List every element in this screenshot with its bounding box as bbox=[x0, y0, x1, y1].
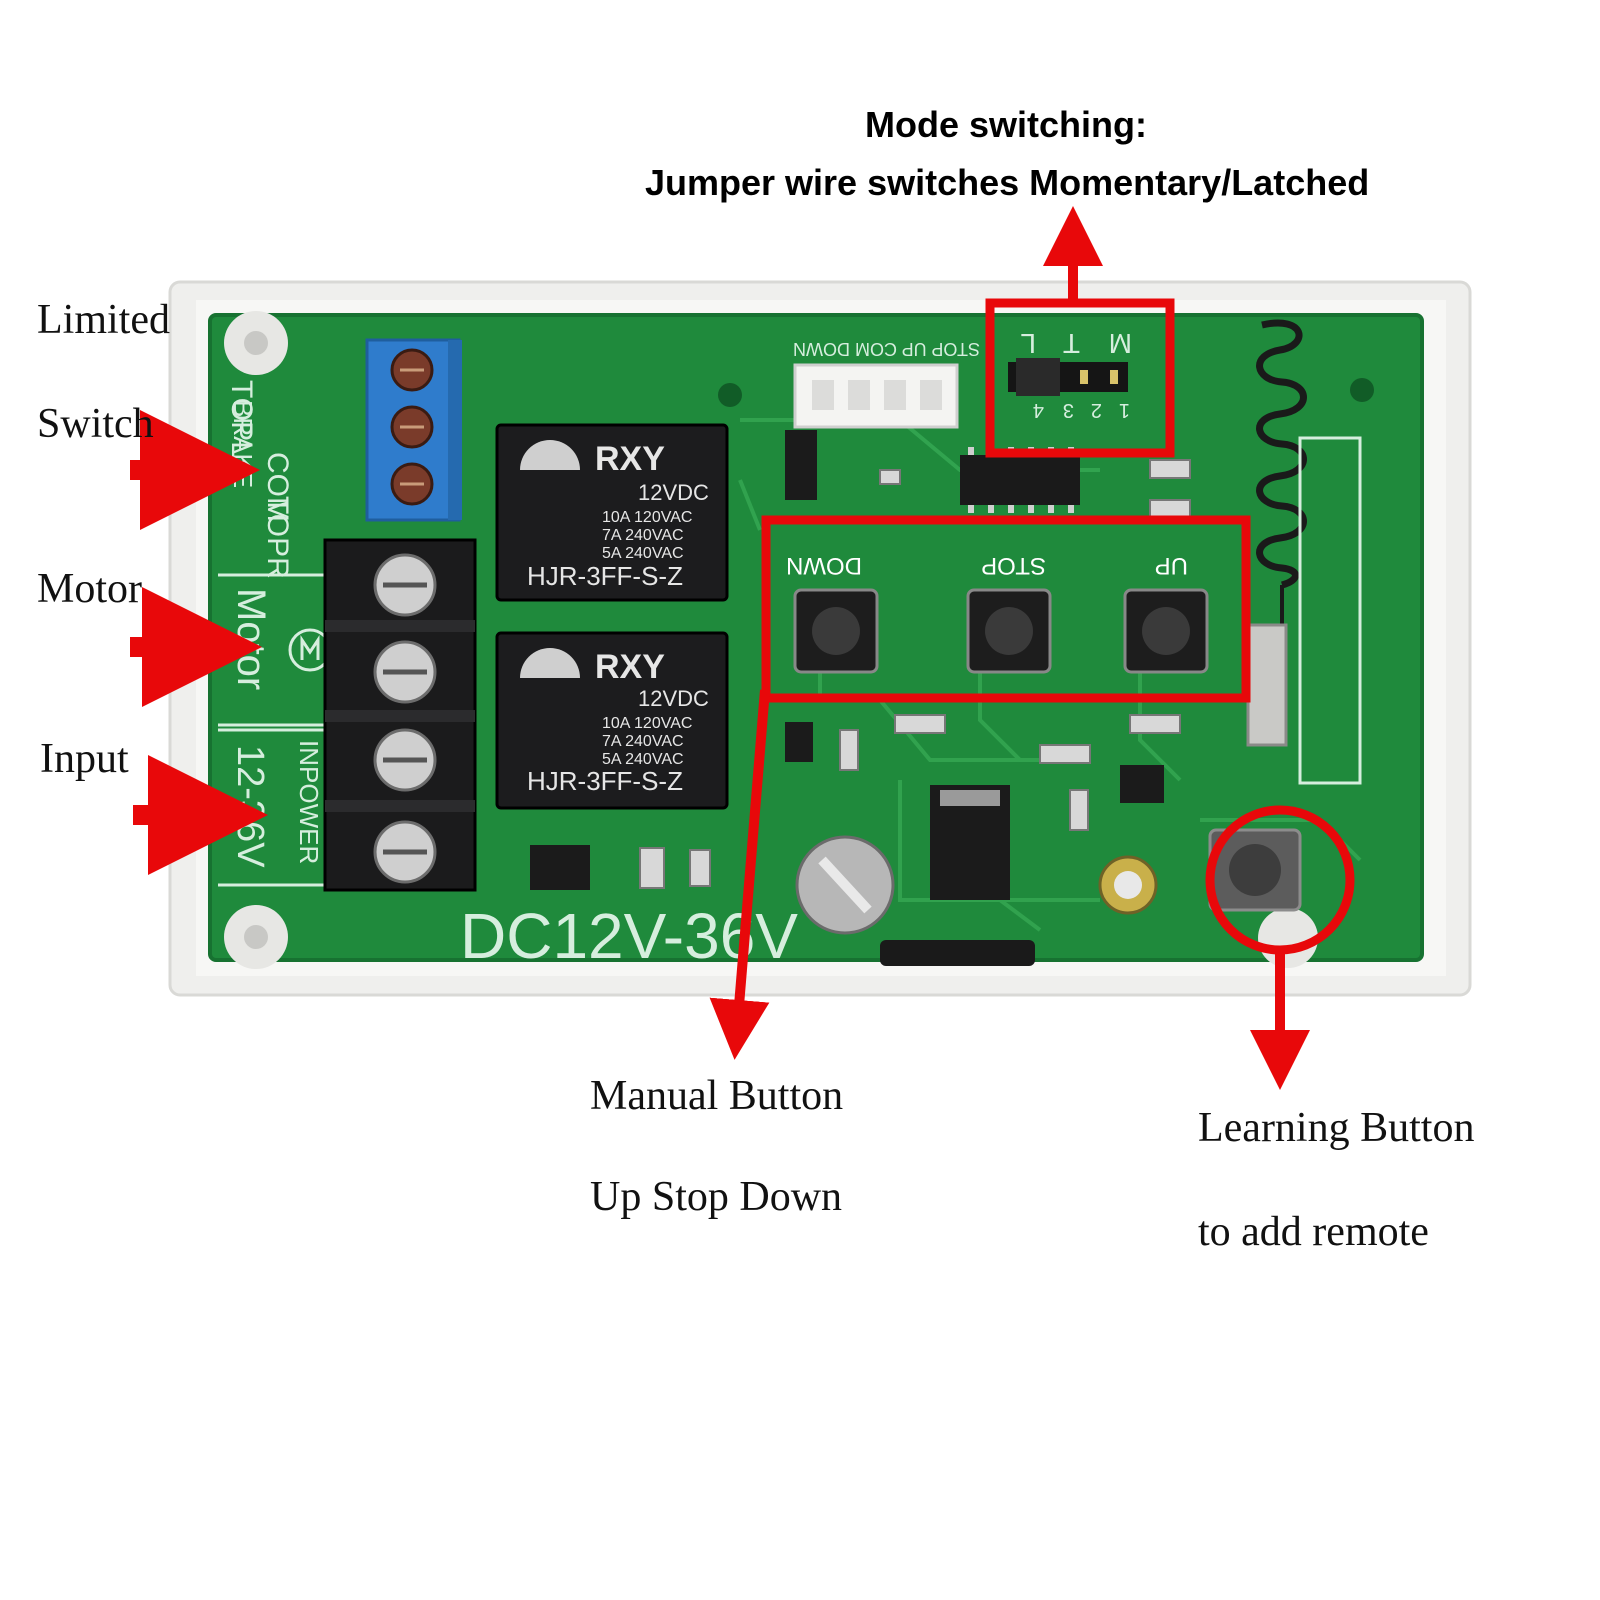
learning-button-desc: to add remote bbox=[1198, 1209, 1429, 1255]
relay-2-brand: RXY bbox=[595, 648, 665, 686]
electrolytic-capacitor bbox=[795, 835, 895, 935]
limit-switch-terminal bbox=[365, 338, 462, 522]
up-button-label: UP bbox=[1155, 552, 1188, 579]
silk-inpower: INPOWER bbox=[294, 740, 324, 864]
jumper-letter-l: L bbox=[1020, 328, 1036, 359]
jumper-num-1: 1 bbox=[1119, 399, 1130, 421]
learning-button bbox=[1208, 828, 1302, 912]
jumper-num-3: 3 bbox=[1063, 399, 1074, 421]
ic-chip bbox=[960, 455, 1080, 505]
silk-voltage: 12-36V bbox=[229, 745, 271, 868]
relay-1: RXY 12VDC 10A 120VAC 7A 240VAC 5A 240VAC… bbox=[495, 423, 729, 602]
wire-connector: STOP UP COM DOWN bbox=[793, 339, 980, 429]
small-capacitor bbox=[1098, 855, 1158, 915]
mode-jumper-header: M T L 1 2 3 4 bbox=[1008, 328, 1132, 421]
silk-topr: TOPR bbox=[261, 496, 294, 579]
relay-1-rating-1: 10A 120VAC bbox=[602, 509, 692, 526]
relay-1-logo-icon bbox=[520, 440, 580, 470]
relay-1-rating-3: 5A 240VAC bbox=[602, 545, 684, 562]
manual-button-title: Manual Button bbox=[590, 1073, 844, 1119]
regulator-tab bbox=[940, 790, 1000, 806]
input-label: Input bbox=[40, 736, 129, 782]
connector-label: STOP UP COM DOWN bbox=[793, 339, 980, 359]
mode-callout-title: Mode switching: bbox=[865, 104, 1147, 145]
jumper-num-4: 4 bbox=[1033, 399, 1044, 421]
jumper-letter-t: T bbox=[1063, 328, 1080, 359]
relay-1-rating-2: 7A 240VAC bbox=[602, 527, 684, 544]
rf-module bbox=[1246, 623, 1288, 747]
relay-2-coil: 12VDC bbox=[638, 686, 709, 711]
silk-motor: Motor bbox=[229, 588, 273, 690]
manual-button-desc: Up Stop Down bbox=[590, 1174, 843, 1220]
buttons-highlight-box bbox=[761, 515, 1251, 703]
jumper-num-2: 2 bbox=[1091, 399, 1102, 421]
relay-2-rating-3: 5A 240VAC bbox=[602, 751, 684, 768]
mode-callout-desc: Jumper wire switches Momentary/Latched bbox=[645, 162, 1370, 203]
relay-1-coil: 12VDC bbox=[638, 480, 709, 505]
relay-2: RXY 12VDC 10A 120VAC 7A 240VAC 5A 240VAC… bbox=[495, 631, 729, 810]
down-button: DOWN bbox=[786, 552, 879, 674]
jumper-highlight-box bbox=[985, 298, 1175, 458]
silk-brake: BRAKE bbox=[228, 400, 258, 488]
smd-components bbox=[639, 459, 1191, 889]
stop-button: STOP bbox=[966, 552, 1052, 674]
jumper-cap bbox=[1016, 358, 1060, 396]
limited-label: Limited bbox=[37, 297, 170, 343]
stop-button-label: STOP bbox=[981, 552, 1046, 579]
relay-1-brand: RXY bbox=[595, 440, 665, 478]
up-button: UP bbox=[1123, 552, 1209, 674]
silk-com: COM bbox=[261, 452, 294, 522]
callout-arrows bbox=[130, 206, 1310, 1090]
relay-2-logo-icon bbox=[520, 648, 580, 678]
power-motor-terminal bbox=[323, 538, 477, 892]
jumper-letter-m: M bbox=[1109, 328, 1132, 359]
relay-1-model: HJR-3FF-S-Z bbox=[527, 561, 683, 591]
case-clip bbox=[880, 940, 1035, 966]
relay-2-rating-1: 10A 120VAC bbox=[602, 715, 692, 732]
switch-label: Switch bbox=[37, 401, 154, 447]
down-button-label: DOWN bbox=[786, 552, 862, 579]
relay-2-model: HJR-3FF-S-Z bbox=[527, 766, 683, 796]
rf-outline bbox=[1298, 436, 1362, 785]
relay-2-rating-2: 7A 240VAC bbox=[602, 733, 684, 750]
learning-button-title: Learning Button bbox=[1198, 1105, 1475, 1151]
manual-buttons: DOWN STOP UP bbox=[786, 552, 1209, 674]
manual-arrow bbox=[709, 689, 770, 1060]
mounting-holes bbox=[224, 311, 1374, 969]
motor-label: Motor bbox=[37, 566, 142, 612]
